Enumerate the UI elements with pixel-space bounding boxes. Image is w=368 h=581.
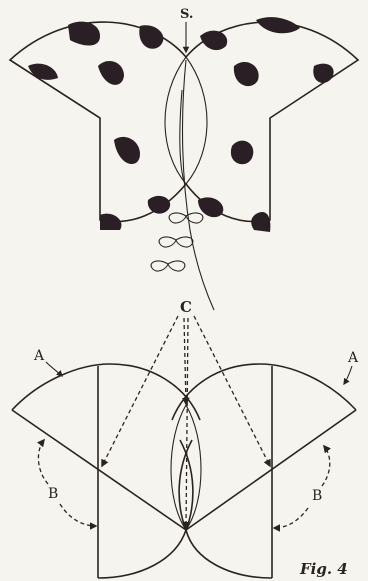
dot xyxy=(251,212,270,232)
right-diagonal xyxy=(186,410,356,530)
b-right-arrow-left xyxy=(274,508,308,528)
a-right-arrow xyxy=(344,366,352,384)
polka-dots xyxy=(28,17,334,232)
bow-knots xyxy=(151,213,203,271)
a-left-arrow xyxy=(46,362,62,376)
left-diagonal xyxy=(12,410,186,530)
b-left-arrow-right xyxy=(60,504,96,526)
left-outer-arc xyxy=(12,364,200,420)
dot xyxy=(148,196,170,214)
butterfly-pattern: S. xyxy=(10,7,358,310)
label-c: C xyxy=(180,298,192,316)
left-lower-arc xyxy=(98,440,193,578)
left-wing-edge xyxy=(10,60,100,118)
dot xyxy=(139,25,163,48)
b-left-arrow-up xyxy=(38,440,48,484)
label-a-right: A xyxy=(347,350,359,366)
dot xyxy=(200,31,227,50)
c-arrow-right xyxy=(194,316,270,466)
right-outer-arc xyxy=(172,364,356,420)
label-b-right: B xyxy=(312,488,322,504)
figure-caption: Fig. 4 xyxy=(299,560,348,578)
dot xyxy=(234,62,259,86)
c-arrow-center-bottom xyxy=(186,318,188,528)
b-right-arrow-up xyxy=(322,446,330,486)
dot xyxy=(256,17,300,33)
construction-diagram: C A A B B xyxy=(12,298,359,578)
dot xyxy=(100,214,121,230)
dot xyxy=(28,64,58,80)
left-wing-outline xyxy=(10,22,186,221)
label-b-left: B xyxy=(48,486,58,502)
dot xyxy=(98,61,124,85)
c-arrow-left xyxy=(102,316,178,466)
c-arrow-center-top xyxy=(184,318,186,404)
dot xyxy=(313,64,333,83)
center-lens xyxy=(165,57,207,184)
dot xyxy=(68,22,100,46)
dot xyxy=(231,141,253,165)
right-lower-arc xyxy=(179,440,272,578)
dot xyxy=(114,137,140,164)
label-a-left: A xyxy=(33,348,45,364)
label-s: S. xyxy=(180,7,193,22)
right-wing-outline xyxy=(186,22,358,221)
